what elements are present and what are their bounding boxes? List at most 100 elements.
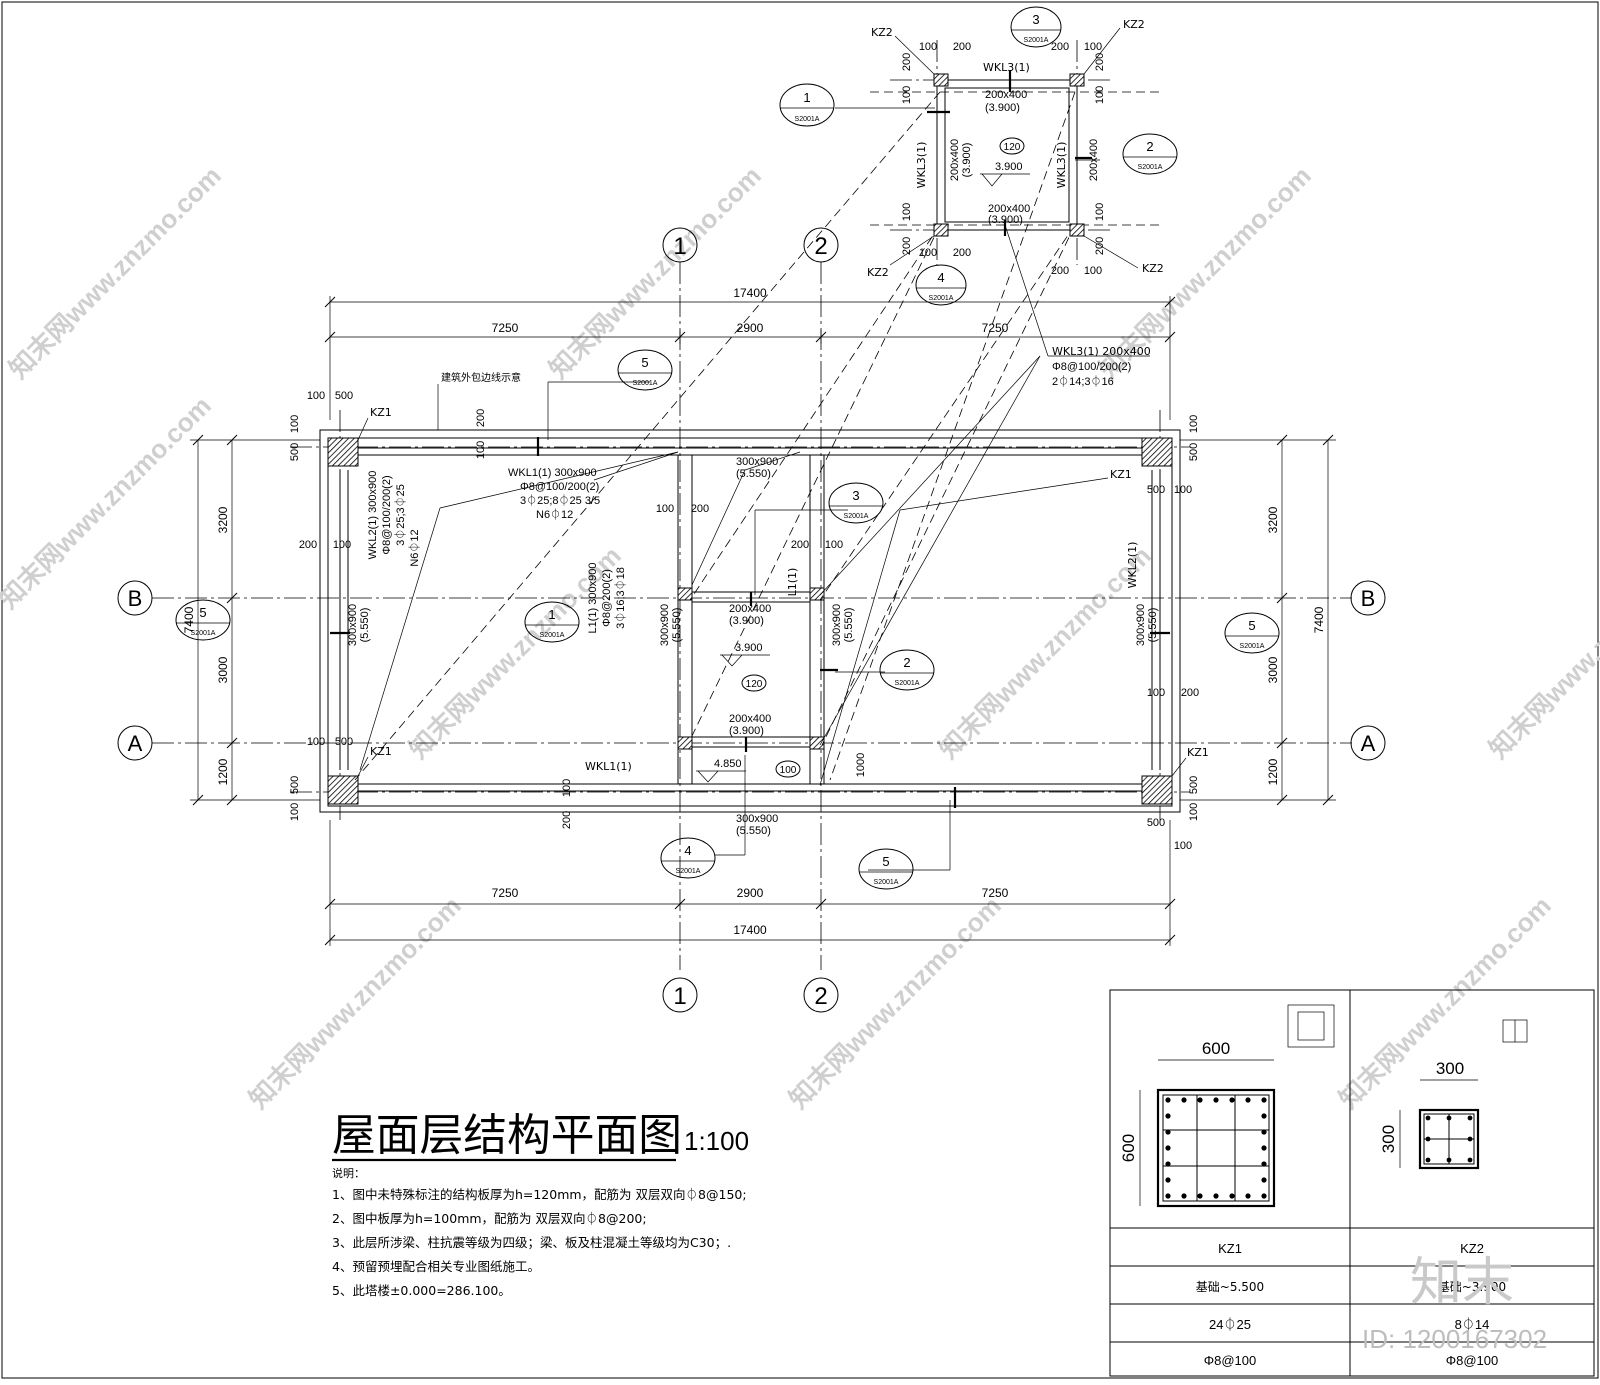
design-notes: 说明： 1、图中未特殊标注的结构板厚为h=120mm，配筋为 双层双向⏀8@15… — [332, 1165, 747, 1303]
svg-text:100: 100 — [1084, 265, 1102, 277]
rebar-dot — [1197, 1097, 1203, 1103]
svg-text:3200: 3200 — [1266, 506, 1280, 533]
rebar-dot — [1467, 1136, 1473, 1142]
rebar-dot — [1245, 1193, 1251, 1199]
svg-text:3.900: 3.900 — [735, 642, 763, 654]
detail-callout-5-left: 5 S2001A — [175, 599, 231, 641]
svg-text:5: 5 — [199, 605, 206, 620]
svg-text:S2001A: S2001A — [844, 513, 869, 520]
svg-text:4.850: 4.850 — [714, 758, 742, 770]
svg-text:B: B — [128, 586, 143, 611]
svg-text:1: 1 — [548, 607, 555, 622]
svg-text:500: 500 — [1147, 817, 1165, 829]
svg-text:100: 100 — [475, 441, 487, 459]
detail-callout-3-main: 3 S2001A — [828, 482, 884, 524]
svg-text:S2001A: S2001A — [633, 380, 658, 387]
svg-text:WKL2(1) 300x900: WKL2(1) 300x900 — [367, 471, 379, 560]
svg-text:300x900: 300x900 — [736, 456, 778, 468]
svg-text:100: 100 — [901, 203, 913, 221]
svg-text:300: 300 — [1436, 1059, 1464, 1078]
rebar-dot — [1261, 1177, 1267, 1183]
svg-text:200x400: 200x400 — [988, 203, 1030, 215]
svg-text:KZ2: KZ2 — [1460, 1241, 1484, 1256]
svg-text:WKL3(1): WKL3(1) — [915, 142, 928, 189]
svg-text:2: 2 — [903, 655, 910, 670]
svg-text:100: 100 — [919, 41, 937, 53]
svg-text:200: 200 — [1094, 237, 1106, 255]
axis-bubble-2-top: 2 — [803, 227, 839, 263]
svg-text:知末网www.znzmo.com: 知末网www.znzmo.com — [243, 890, 467, 1114]
svg-text:N6⏀12: N6⏀12 — [536, 507, 573, 521]
axis-bubble-1-bottom: 1 — [662, 977, 698, 1013]
svg-text:(3.900): (3.900) — [988, 214, 1023, 226]
svg-text:100: 100 — [919, 247, 937, 259]
svg-text:3⏀16;3⏀18: 3⏀16;3⏀18 — [613, 567, 627, 629]
svg-text:S2001A: S2001A — [1024, 37, 1049, 44]
svg-text:200: 200 — [1094, 53, 1106, 71]
svg-text:100: 100 — [1188, 803, 1200, 821]
kz1-columns — [327, 437, 1173, 805]
rebar-dot — [1213, 1193, 1219, 1199]
svg-text:4: 4 — [937, 270, 944, 285]
svg-text:(5.550): (5.550) — [671, 608, 683, 643]
svg-text:300: 300 — [1379, 1125, 1398, 1153]
svg-text:A: A — [128, 731, 143, 756]
svg-text:KZ2: KZ2 — [1142, 262, 1164, 275]
rebar-dot — [1165, 1129, 1171, 1135]
svg-text:ID: 1200167302: ID: 1200167302 — [1362, 1324, 1547, 1354]
rebar-dot — [1245, 1097, 1251, 1103]
svg-text:300x900: 300x900 — [659, 604, 671, 646]
axis-bubble-2-bottom: 2 — [803, 977, 839, 1013]
svg-text:A: A — [1361, 731, 1376, 756]
detail-callout-5-bottom: 5 S2001A — [858, 848, 914, 890]
svg-text:1200: 1200 — [216, 758, 230, 785]
svg-text:知末网www.znzmo.com: 知末网www.znzmo.com — [543, 160, 767, 384]
svg-text:3⏀25;8⏀25 3/5: 3⏀25;8⏀25 3/5 — [520, 493, 600, 507]
main-structure — [319, 429, 1181, 813]
svg-text:600: 600 — [1202, 1039, 1230, 1058]
rebar-dot — [1181, 1097, 1187, 1103]
rebar-dot — [1261, 1145, 1267, 1151]
svg-text:100: 100 — [656, 503, 674, 515]
svg-text:200x400: 200x400 — [1088, 139, 1100, 181]
notes-heading: 说明： — [332, 1167, 365, 1180]
svg-text:WKL3(1): WKL3(1) — [983, 61, 1030, 74]
svg-text:100: 100 — [825, 539, 843, 551]
rebar-dot — [1261, 1113, 1267, 1119]
svg-text:S2001A: S2001A — [874, 879, 899, 886]
svg-text:120: 120 — [746, 679, 763, 690]
svg-text:3000: 3000 — [216, 656, 230, 683]
svg-text:3: 3 — [852, 488, 859, 503]
svg-text:3: 3 — [1032, 12, 1039, 27]
kz1-section — [1156, 1088, 1276, 1208]
svg-text:200x400: 200x400 — [949, 139, 961, 181]
rebar-dot — [1261, 1097, 1267, 1103]
svg-text:200: 200 — [1051, 41, 1069, 53]
detail-callout-5-right: 5 S2001A — [1224, 612, 1280, 654]
svg-text:WKL3(1) 200x400: WKL3(1) 200x400 — [1052, 345, 1151, 358]
right-dimensions: 3200 3000 1200 7400 — [1180, 434, 1336, 806]
svg-text:100: 100 — [901, 86, 913, 104]
note-item-3: 3、此层所涉梁、柱抗震等级为四级；梁、板及柱混凝土等级均为C30；. — [332, 1235, 732, 1250]
svg-text:2: 2 — [814, 233, 827, 260]
rebar-dot — [1165, 1097, 1171, 1103]
top-dimensions: 17400 7250 2900 7250 — [324, 286, 1176, 420]
detail-callout-2-main: 2 S2001A — [879, 649, 935, 691]
svg-text:KZ2: KZ2 — [867, 266, 889, 279]
tower-plan — [890, 40, 1110, 265]
rebar-dot — [1425, 1157, 1431, 1163]
svg-text:(3.900): (3.900) — [729, 725, 764, 737]
svg-text:(3.900): (3.900) — [985, 102, 1020, 114]
detail-callout-3-tower: 3 S2001A — [1010, 6, 1062, 48]
svg-text:100: 100 — [333, 539, 351, 551]
svg-text:300x900: 300x900 — [1135, 604, 1147, 646]
svg-text:3000: 3000 — [1266, 656, 1280, 683]
svg-text:100: 100 — [1147, 687, 1165, 699]
svg-text:屋面层结构平面图: 屋面层结构平面图 — [332, 1110, 682, 1161]
svg-text:2⏀14;3⏀16: 2⏀14;3⏀16 — [1052, 374, 1114, 388]
svg-text:S2001A: S2001A — [929, 295, 954, 302]
rebar-dot — [1229, 1193, 1235, 1199]
svg-text:KZ1: KZ1 — [1218, 1241, 1242, 1256]
svg-text:WKL1(1): WKL1(1) — [585, 760, 632, 773]
